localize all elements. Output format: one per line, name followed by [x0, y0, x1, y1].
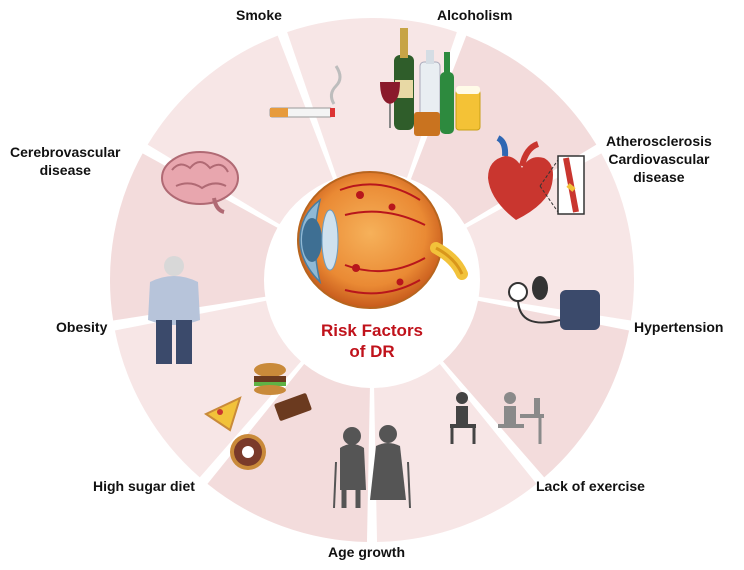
label-athero-line3: disease [633, 169, 685, 185]
alcohol-bottles-icon [380, 28, 481, 136]
obese-person-icon [148, 256, 200, 364]
label-lack-of-exercise: Lack of exercise [536, 478, 645, 494]
brain-icon [161, 151, 239, 214]
sector-age [207, 364, 370, 542]
label-atherosclerosis: Atherosclerosis Cardiovascular disease [606, 132, 712, 186]
heart-artery-icon [488, 135, 585, 220]
label-obesity: Obesity [56, 319, 108, 335]
eye-cross-section-icon [297, 171, 468, 309]
label-high-sugar-diet: High sugar diet [93, 478, 195, 494]
label-age-growth: Age growth [328, 544, 405, 560]
sector-smoke [287, 17, 457, 178]
label-athero-line1: Atherosclerosis [606, 133, 712, 149]
blood-pressure-monitor-icon [508, 276, 600, 330]
label-cerebrovascular: Cerebrovascular disease [10, 143, 121, 179]
sedentary-people-icon [450, 392, 544, 444]
sector-cerebro [147, 35, 334, 225]
junk-food-icon [203, 363, 312, 470]
sector-athero [466, 153, 634, 321]
label-hypertension: Hypertension [634, 319, 724, 335]
cigarette-icon [269, 65, 342, 118]
center-title: Risk Factors of DR [292, 320, 452, 362]
center-title-line1: Risk Factors [320, 321, 424, 340]
sector-exercise [374, 364, 537, 542]
sector-hypertension [442, 300, 630, 478]
label-athero-line2: Cardiovascular [608, 151, 710, 167]
sector-alcoholism [410, 35, 597, 225]
sector-obesity [110, 153, 278, 321]
label-cerebro-line1: Cerebrovascular [10, 144, 121, 160]
label-alcoholism: Alcoholism [437, 7, 513, 23]
elderly-couple-icon [333, 425, 411, 509]
label-cerebro-line2: disease [39, 162, 91, 178]
label-smoke: Smoke [236, 7, 282, 23]
center-title-line2: of DR [349, 342, 395, 361]
